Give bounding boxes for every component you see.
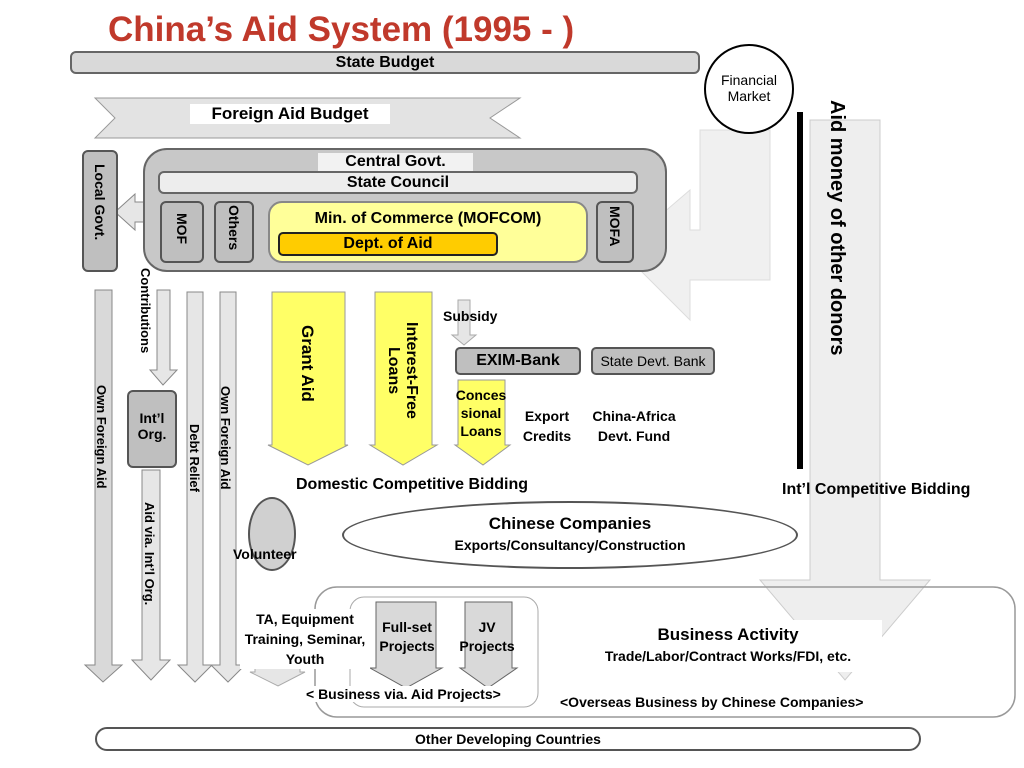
grant-aid-arrow [267,291,349,466]
business-activity-box: Business Activity Trade/Labor/Contract W… [574,620,882,672]
page-title: China’s Aid System (1995 - ) [108,10,575,49]
debt-relief-arrow [176,291,214,683]
foreign-aid-budget-label: Foreign Aid Budget [190,104,390,124]
debt-relief-label: Debt Relief [187,424,202,492]
ta-equipment-label: TA, Equipment Training, Seminar, Youth [240,609,370,669]
others-label: Others [226,205,242,251]
own-aid-arrow-left [83,289,124,683]
intl-bidding-label: Int’l Competitive Bidding [782,481,971,498]
state-council-label: State Council [346,174,450,191]
mof-label: MOF [174,213,190,245]
concessional-arrow [453,379,512,466]
own-foreign-aid-left-label: Own Foreign Aid [94,385,109,489]
business-activity-sub: Trade/Labor/Contract Works/FDI, etc. [604,648,852,664]
financial-market-label: Financial Market [720,72,778,104]
local-govt-label: Local Govt. [92,164,108,241]
others-box: Others [214,201,254,263]
mof-box: MOF [160,201,204,263]
mofa-label: MOFA [607,206,623,247]
overseas-business-label: <Overseas Business by Chinese Companies> [560,694,864,710]
state-council-bar: State Council [158,171,638,194]
market-flow-arrow [619,129,771,322]
domestic-bidding-label: Domestic Competitive Bidding [296,476,529,493]
aid-money-donors-label: Aid money of other donors [826,100,848,356]
mofcom-label: Min. of Commerce (MOFCOM) [314,210,542,227]
subsidy-label: Subsidy [443,308,498,324]
own-aid-arrow-right [209,291,247,683]
interest-free-arrow [368,291,439,466]
dept-of-aid-box: Dept. of Aid [278,232,498,256]
chinese-companies-sub: Exports/Consultancy/Construction [454,537,686,553]
state-budget-bar: State Budget [70,51,700,74]
volunteer-label: Volunteer [233,546,297,562]
business-activity-label: Business Activity [657,625,799,644]
central-govt-label: Central Govt. [318,153,473,171]
own-foreign-aid-right-label: Own Foreign Aid [218,386,233,490]
jv-arrow [458,601,519,689]
donor-divider-line [797,112,803,469]
contributions-label: Contributions [138,268,153,354]
export-credits-label: Export Credits [522,408,572,444]
chinese-companies-ellipse: Chinese Companies Exports/Consultancy/Co… [342,501,798,569]
full-set-projects-label: Full-set Projects [379,619,435,654]
chinese-companies-label: Chinese Companies [488,514,652,533]
aid-via-intl-org-label: Aid via. Int’l Org. [142,502,157,606]
business-via-aid-label: < Business via. Aid Projects> [306,686,501,702]
jv-projects-label: JV Projects [459,619,515,654]
interest-free-loans-label: Interest-Free Loans [385,322,420,419]
donor-flow-arrow [758,119,932,681]
state-devt-bank-box: State Devt. Bank [591,347,715,375]
other-developing-label: Other Developing Countries [415,731,601,747]
intl-org-label: Int’l Org. [137,410,167,442]
full-set-arrow [368,601,444,689]
exim-bank-box: EXIM-Bank [455,347,581,375]
intl-org-box: Int’l Org. [127,390,177,468]
volunteer-oval [248,497,296,571]
state-budget-label: State Budget [335,54,435,71]
concessional-loans-label: Conces sional Loans [455,387,507,439]
china-africa-fund-label: China-Africa Devt. Fund [592,408,676,444]
subsidy-arrow [450,299,478,346]
mofa-box: MOFA [596,201,634,263]
financial-market-circle: Financial Market [704,44,794,134]
contributions-arrow [148,289,179,386]
aid-via-org-arrow [130,469,172,681]
grant-aid-label: Grant Aid [298,325,317,402]
local-govt-box: Local Govt. [82,150,118,272]
other-developing-bar: Other Developing Countries [95,727,921,751]
